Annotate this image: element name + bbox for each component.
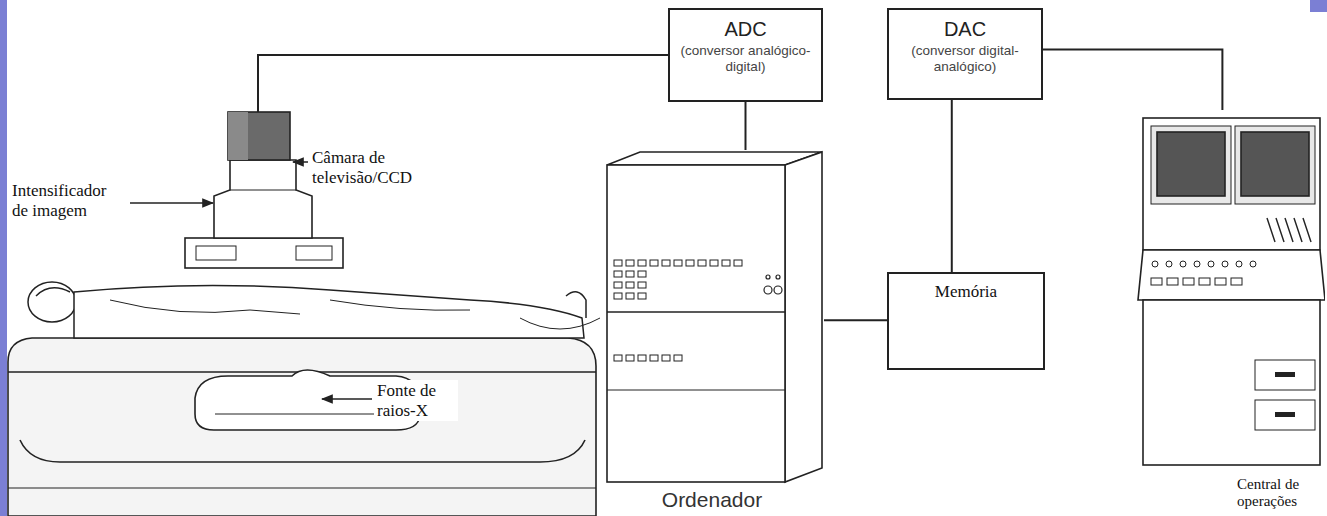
console-key [1151,278,1162,285]
console-key [1215,278,1226,285]
operator-console [1135,110,1325,512]
box-subtitle: (conversor digital-analógico) [889,41,1041,81]
panel-button [626,282,634,288]
panel-button [674,260,682,266]
panel-button [626,355,634,361]
panel-button [626,260,634,266]
panel-button [710,260,718,266]
vent-slot [1285,218,1293,242]
console-key [1231,278,1242,285]
signal-connector [951,100,953,272]
panel-button [614,260,622,266]
side-strip [0,0,7,516]
part-label: Fonte de raios-X [374,380,458,421]
panel-button [626,293,634,299]
box-title: ADC [724,18,766,41]
computer-node: Ordenador [600,150,824,512]
panel-button [614,282,622,288]
console-key [1199,278,1210,285]
console-key [1167,278,1178,285]
console-key [1222,261,1228,267]
console-key [1208,261,1214,267]
panel-button [638,282,646,288]
console-key [1152,261,1158,267]
vent-slot [1276,218,1284,242]
patient [28,282,600,338]
panel-button [614,355,622,361]
vent-slot [1303,218,1311,242]
panel-button [698,260,706,266]
panel-button [662,355,670,361]
signal-connector [745,102,747,150]
vent-slot [1294,218,1302,242]
patient-table [8,338,596,516]
panel-button [626,271,634,277]
panel-button [650,260,658,266]
signal-wire [258,55,668,112]
panel-button [674,355,682,361]
panel-button [650,355,658,361]
box-subtitle: (conversor analógico-digital) [670,41,821,81]
node-caption: Ordenador [600,488,824,512]
signal-connector [824,319,887,321]
vent-slot [1267,218,1275,242]
panel-button [638,260,646,266]
panel-button [662,260,670,266]
console-key [1194,261,1200,267]
console-key [1250,261,1256,267]
part-label: Câmara de televisão/CCD [312,148,442,187]
ccd-camera [228,112,290,160]
panel-button [734,260,742,266]
box-title: DAC [944,18,986,41]
console-key [1183,278,1194,285]
box-title: Memória [935,282,997,302]
panel-button [638,355,646,361]
panel-button [686,260,694,266]
corner-strip [1310,0,1327,12]
leader-arrow [130,202,213,204]
console-key [1166,261,1172,267]
part-label: Intensificador de imagem [12,181,122,220]
panel-button [638,271,646,277]
panel-button [614,293,622,299]
memory-box: Memória [887,272,1045,370]
panel-button [722,260,730,266]
signal-connector [1043,49,1222,110]
panel-button [638,293,646,299]
console-node: Central de operações [1135,110,1325,512]
converter-box: ADC(conversor analógico-digital) [668,8,823,102]
console-key [1236,261,1242,267]
console-key [1180,261,1186,267]
node-caption: Central de operações [1237,476,1323,511]
panel-button [614,271,622,277]
computer-cabinet [600,150,824,512]
leader-arrow [322,398,372,400]
converter-box: DAC(conversor digital-analógico) [887,8,1043,100]
leader-arrow [293,161,308,163]
xray-source-detail [215,414,400,415]
